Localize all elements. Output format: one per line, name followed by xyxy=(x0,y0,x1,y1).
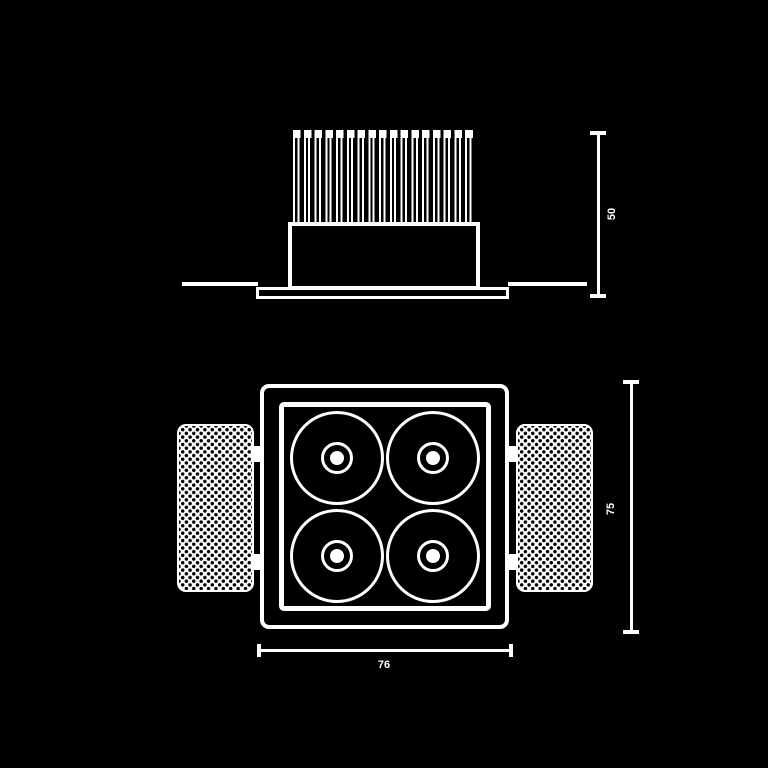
clip-tab xyxy=(507,554,518,570)
lens-center-dot xyxy=(330,451,344,465)
dimension-line-front-width xyxy=(258,649,512,652)
lens-ring xyxy=(417,540,449,572)
heatsink-fins xyxy=(293,130,476,224)
dimension-tick-bottom xyxy=(623,630,639,634)
clip-tab xyxy=(507,446,518,462)
heatsink-fin-blades xyxy=(293,136,476,224)
dimension-tick-left xyxy=(257,644,261,657)
lens-top-left xyxy=(290,411,384,505)
lens-ring xyxy=(417,442,449,474)
spring-clip-right xyxy=(516,424,593,592)
dimension-label-front-width: 76 xyxy=(377,659,391,671)
dimension-tick-top xyxy=(623,380,639,384)
lens-bottom-right xyxy=(386,509,480,603)
clip-tab xyxy=(251,554,262,570)
dimension-label-front-height: 75 xyxy=(605,502,617,516)
lens-center-dot xyxy=(426,549,440,563)
fixture-body xyxy=(288,222,480,290)
ceiling-line-right xyxy=(508,282,587,286)
lens-ring xyxy=(321,442,353,474)
ceiling-line-left xyxy=(182,282,258,286)
lens-top-right xyxy=(386,411,480,505)
dimension-line-side-height xyxy=(597,133,600,298)
lens-bottom-left xyxy=(290,509,384,603)
dimension-line-front-height xyxy=(630,382,633,634)
heatsink-fin-caps xyxy=(293,130,476,138)
lens-center-dot xyxy=(426,451,440,465)
dimension-tick-bottom xyxy=(590,294,606,298)
dimension-tick-right xyxy=(509,644,513,657)
clip-tab xyxy=(251,446,262,462)
lens-center-dot xyxy=(330,549,344,563)
dimension-label-side-height: 50 xyxy=(606,207,618,221)
spring-clip-left xyxy=(177,424,254,592)
dimension-tick-top xyxy=(590,131,606,135)
lens-ring xyxy=(321,540,353,572)
